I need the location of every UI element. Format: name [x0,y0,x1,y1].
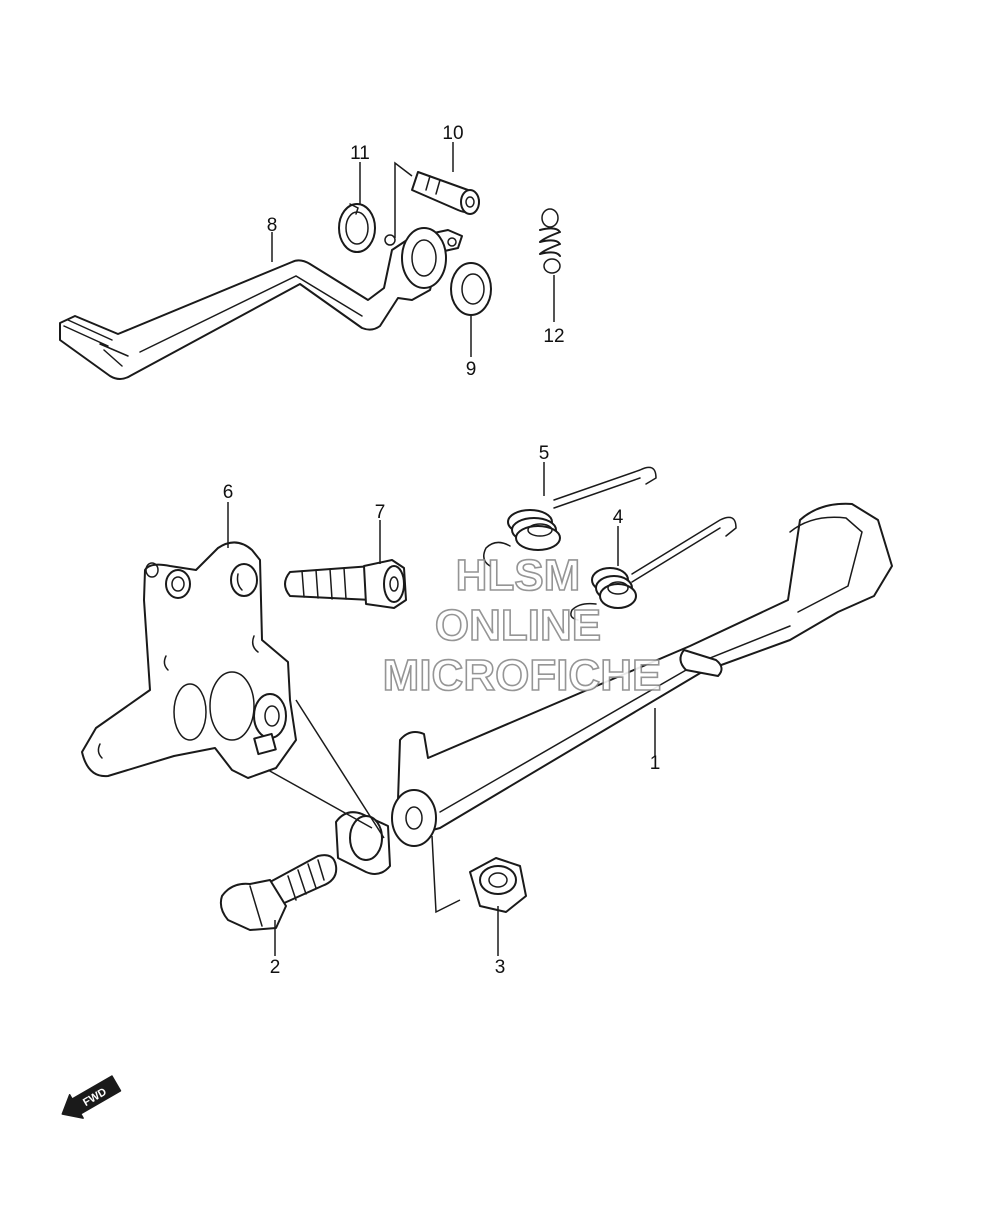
part-9-washer[interactable] [450,262,492,316]
part-3-nut[interactable] [469,857,527,913]
watermark: HLSM ONLINE MICROFICHE [382,550,662,701]
part-6-stand-bracket[interactable] [81,541,297,779]
callout-5: 5 [539,443,550,464]
watermark-line-1: HLSM [456,551,581,600]
callout-1: 1 [650,753,661,774]
part-5-spring[interactable] [483,466,657,567]
callout-11: 11 [350,143,370,164]
fwd-arrow: FWD [61,1075,122,1119]
part-7-bolt[interactable] [284,559,407,609]
part-10-pivot-pin[interactable] [394,161,480,238]
callout-8: 8 [267,215,278,236]
part-12-return-spring[interactable] [539,208,561,274]
callout-6: 6 [223,482,234,503]
watermark-line-3: MICROFICHE [383,651,662,700]
part-11-circlip[interactable] [338,203,376,253]
watermark-line-2: ONLINE [435,601,601,650]
part-1-side-stand[interactable] [267,502,893,914]
callout-7: 7 [375,502,386,523]
part-2-pivot-bolt[interactable] [219,854,338,931]
callout-2: 2 [270,957,281,978]
callout-3: 3 [495,957,506,978]
callout-12: 12 [543,326,564,347]
forward-arrow-icon [61,1075,122,1119]
callout-10: 10 [442,123,463,144]
callout-4: 4 [613,507,624,528]
part-8-brake-pedal[interactable] [59,227,463,380]
leader-lines [227,142,656,956]
part-4-spring[interactable] [570,516,737,621]
callout-labels: 1 2 3 4 5 6 7 8 9 10 11 12 [223,123,661,978]
callout-9: 9 [466,359,477,380]
